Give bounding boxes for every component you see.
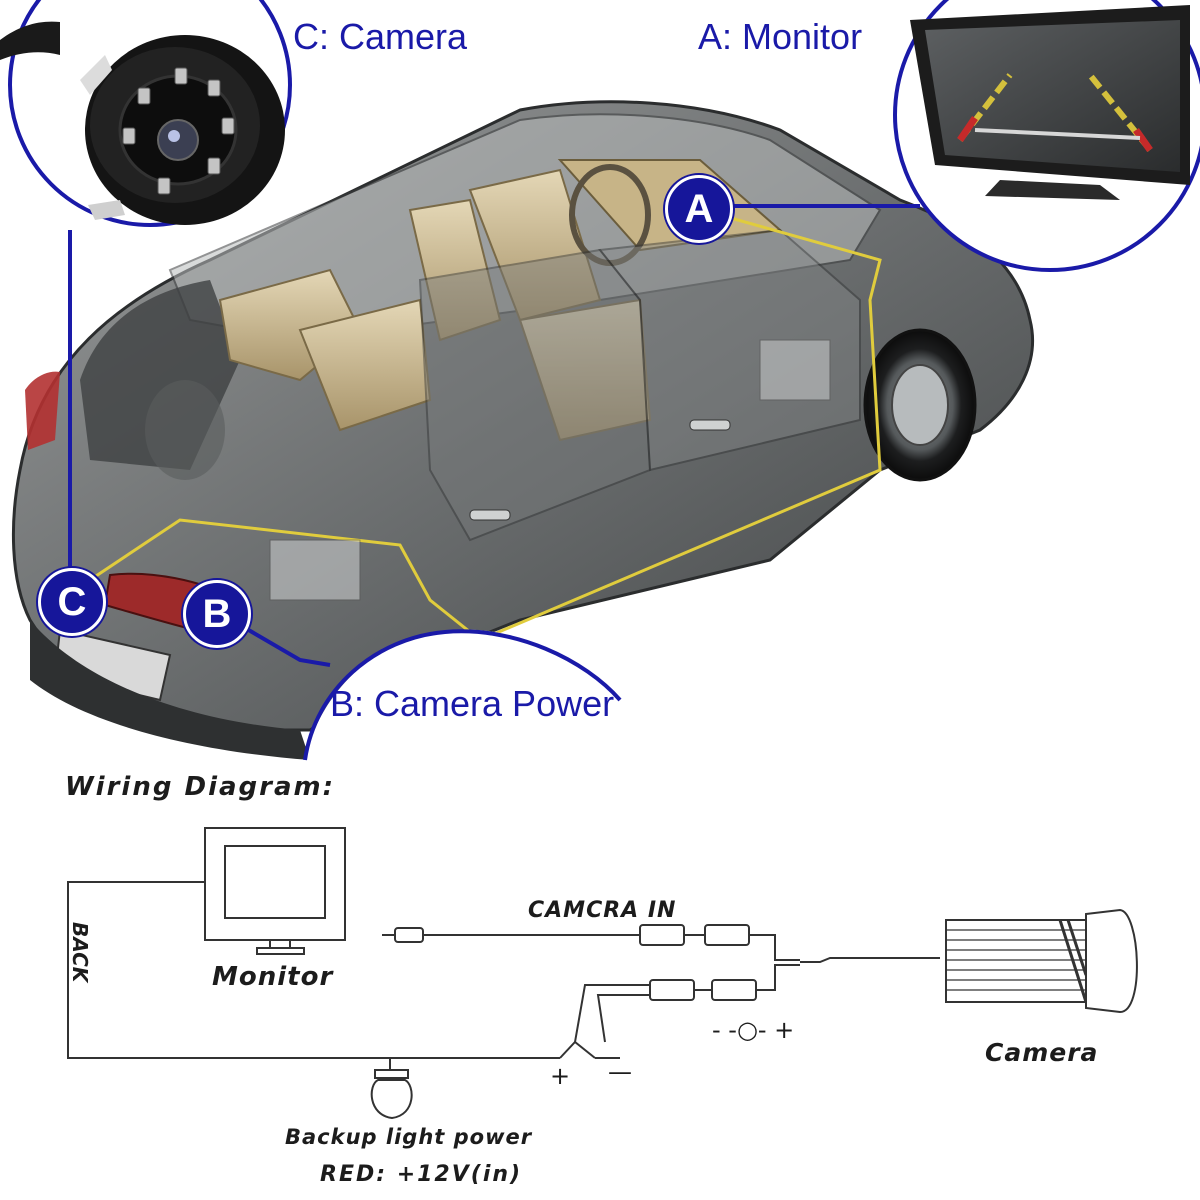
wiring-diagram-heading: Wiring Diagram: [65, 772, 336, 802]
power-callout-circle [303, 629, 1200, 780]
marker-a: A [665, 175, 733, 243]
backup-light-label: Backup light power [285, 1125, 533, 1149]
plus-sign: + [550, 1062, 571, 1090]
marker-b: B [183, 580, 251, 648]
minus-sign: — [608, 1058, 632, 1086]
dc-polarity-symbol: - -○- + [712, 1016, 795, 1044]
camera-in-label: CAMCRA IN [528, 898, 677, 923]
camera-callout-circle [0, 0, 292, 227]
back-label: BACK [68, 922, 92, 983]
car-body [11, 100, 1035, 760]
callout-lines [68, 204, 920, 667]
wiring-diagram [67, 827, 1138, 1120]
monitor-label: Monitor [212, 962, 334, 992]
monitor-callout-circle [893, 0, 1200, 272]
power-callout-title: B: Camera Power [330, 683, 615, 724]
red-12v-label: RED: +12V(in) [320, 1162, 523, 1187]
camera-callout-title: C: Camera [293, 16, 468, 57]
monitor-callout-title: A: Monitor [698, 16, 863, 57]
marker-c: C [38, 568, 106, 636]
camera-label: Camera [985, 1038, 1099, 1067]
